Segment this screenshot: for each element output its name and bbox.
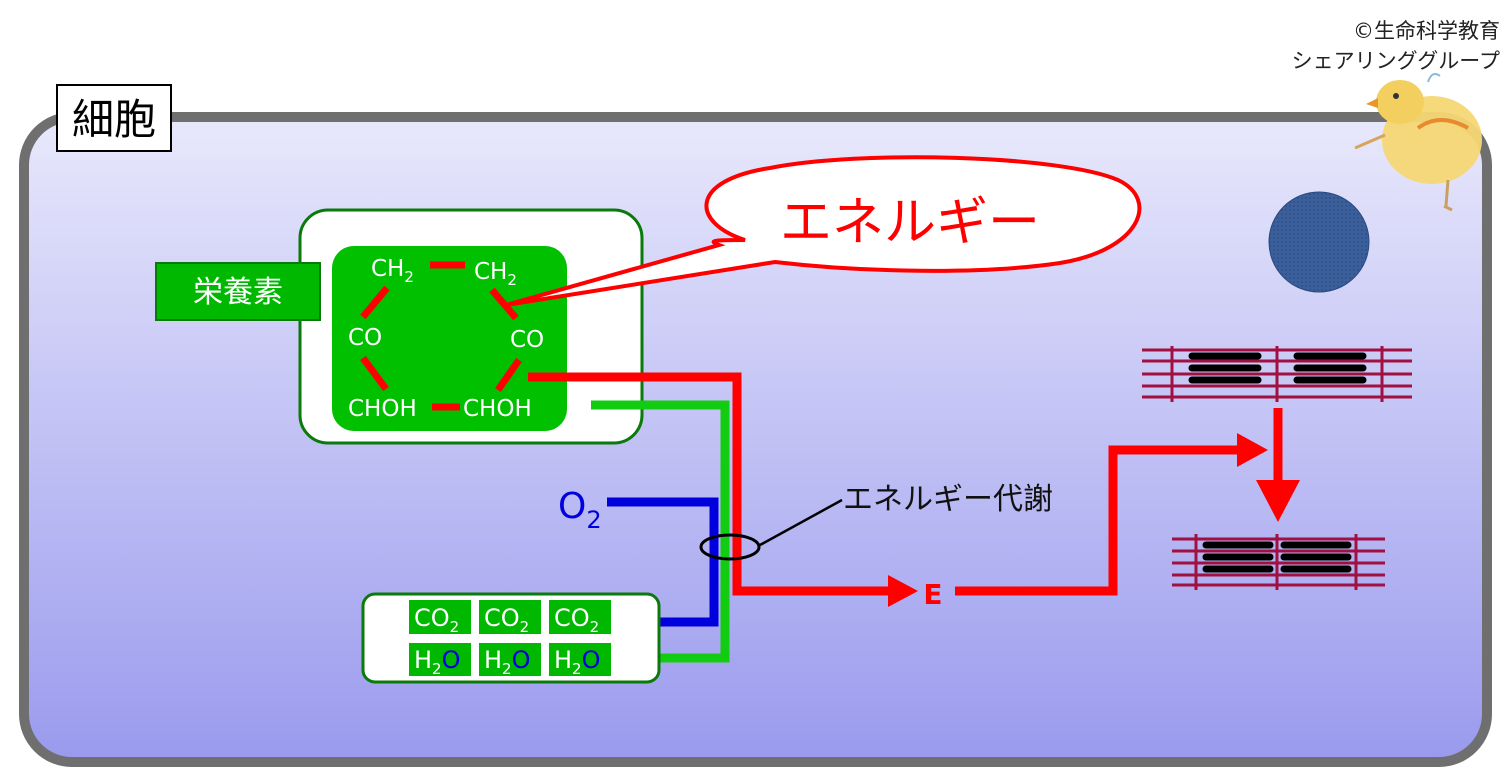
cell-label: 細胞 bbox=[72, 95, 156, 144]
metabolism-label: エネルギー代謝 bbox=[843, 482, 1053, 517]
oxygen-flow-line bbox=[607, 497, 719, 627]
muscle-fiber-contracted bbox=[1172, 534, 1385, 590]
co2-products: CO2 CO2 CO2 bbox=[409, 600, 611, 636]
nutrient-label-box bbox=[155, 262, 321, 321]
metabolism-loop bbox=[699, 533, 761, 561]
energy-to-muscle-arrowhead bbox=[1237, 433, 1268, 467]
h2o-1: H2O bbox=[414, 646, 460, 678]
green-flow-line bbox=[591, 400, 730, 663]
metabolism-leader-line bbox=[759, 498, 843, 547]
choh-right: CHOH bbox=[463, 396, 532, 422]
copyright-line2: シェアリンググループ bbox=[1292, 49, 1500, 73]
co2-2: CO2 bbox=[484, 604, 529, 636]
ch2-left: CH2 bbox=[371, 256, 414, 286]
energy-flow-arrowhead bbox=[888, 575, 918, 607]
nucleus bbox=[1268, 191, 1370, 293]
energy-to-muscle-line bbox=[955, 445, 1245, 596]
co2-1: CO2 bbox=[414, 604, 459, 636]
molecule-labels: CH2 CH2 CO CO CHOH CHOH bbox=[348, 256, 544, 422]
cell-label-box bbox=[56, 84, 172, 152]
energy-symbol: E bbox=[923, 578, 942, 611]
energy-bubble-text: エネルギー bbox=[780, 193, 1040, 253]
copyright-line1: ©生命科学教育 bbox=[1353, 19, 1500, 43]
energy-flow-line bbox=[528, 372, 900, 596]
h2o-products: H2O H2O H2O bbox=[409, 643, 611, 678]
co-right: CO bbox=[510, 327, 544, 353]
chick-mascot-icon bbox=[1354, 73, 1482, 212]
ch2-right: CH2 bbox=[474, 259, 517, 289]
energy-bubble bbox=[505, 155, 1142, 307]
choh-left: CHOH bbox=[348, 396, 417, 422]
molecule-bonds bbox=[360, 261, 522, 411]
contraction-arrowhead bbox=[1256, 480, 1300, 522]
h2o-3: H2O bbox=[554, 646, 600, 678]
nutrient-label: 栄養素 bbox=[193, 275, 283, 310]
muscle-fiber-relaxed bbox=[1142, 346, 1412, 402]
nutrient-molecule-box bbox=[332, 246, 567, 431]
h2o-2: H2O bbox=[484, 646, 530, 678]
oxygen-label: O2 bbox=[558, 486, 602, 534]
co-left: CO bbox=[348, 325, 382, 351]
co2-3: CO2 bbox=[554, 604, 599, 636]
